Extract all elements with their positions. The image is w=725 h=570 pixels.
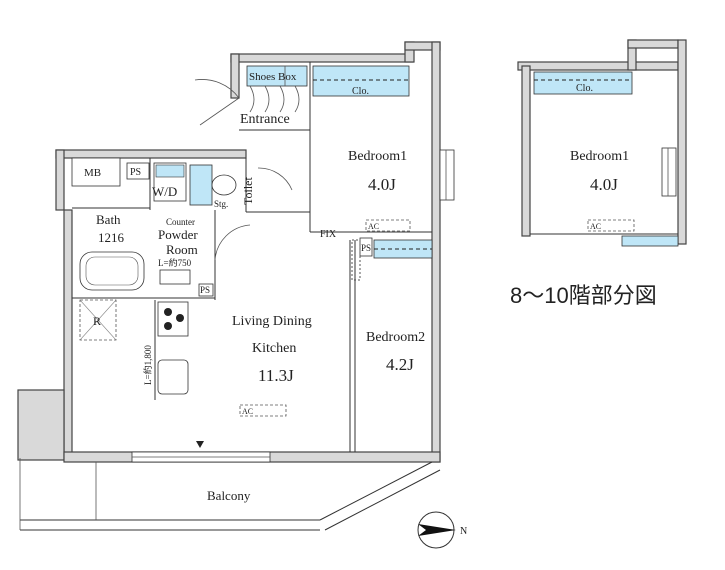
storage-label: Stg.	[214, 199, 228, 209]
entrance-label: Entrance	[240, 112, 290, 127]
closet-bedroom1	[312, 65, 410, 97]
powder-label-1: Powder	[158, 227, 198, 242]
balcony	[19, 458, 441, 531]
entrance-door-swing	[194, 79, 240, 99]
living-label-1: Living Dining	[232, 314, 312, 329]
ps-low-label: PS	[200, 285, 210, 295]
ps-low-box	[198, 283, 214, 297]
bathtub	[79, 251, 145, 291]
bedroom1-size: 4.0J	[368, 175, 396, 194]
shoe-shelf-marks	[249, 85, 300, 113]
sink	[159, 269, 191, 285]
bedroom1-label: Bedroom1	[348, 149, 407, 164]
living-label-2: Kitchen	[252, 341, 296, 356]
north-arrow-icon	[418, 524, 456, 536]
ps-mid-box	[359, 237, 373, 257]
toilet-bowl	[211, 174, 237, 196]
refrigerator-space	[79, 299, 117, 341]
living-size: 11.3J	[258, 366, 294, 385]
partial-bedroom1-label: Bedroom1	[570, 149, 629, 164]
partial-ac-label: AC	[590, 222, 601, 231]
partial-plan-caption: 8～10階部分図	[510, 283, 657, 308]
mb-box	[71, 157, 121, 187]
sliding-door	[351, 239, 361, 281]
partial-closet-label: Clo.	[576, 83, 593, 94]
counter-length: L=約750	[158, 257, 192, 268]
toilet-label: Toilet	[241, 177, 255, 205]
fix-label: FIX	[320, 229, 337, 240]
bedroom1-window	[439, 149, 455, 201]
entrance-marker	[196, 441, 204, 448]
ac-bedroom1-label: AC	[368, 222, 379, 231]
bedroom2-size: 4.2J	[386, 355, 414, 374]
washer-area	[153, 162, 187, 202]
ac-living-label: AC	[242, 407, 253, 416]
ac-living	[239, 404, 287, 417]
ps-top-label: PS	[130, 167, 141, 178]
powder-door-swing	[214, 224, 251, 261]
ps-top-box	[126, 162, 150, 180]
closet-label: Clo.	[352, 86, 369, 97]
partial-bedroom1-size: 4.0J	[590, 175, 618, 194]
shoes-box-fill	[246, 65, 308, 87]
kitchen-sink	[157, 359, 189, 395]
bath-size: 1216	[98, 230, 125, 245]
kitchen-length: L=約1,800	[142, 345, 153, 385]
toilet-door-swing	[257, 167, 293, 191]
shoes-box-label: Shoes Box	[249, 71, 297, 83]
interior-walls	[72, 62, 432, 452]
balcony-label: Balcony	[207, 488, 251, 503]
powder-label-2: Room	[166, 242, 198, 257]
north-label: N	[460, 526, 467, 537]
bath-label: Bath	[96, 212, 121, 227]
toilet-tank	[189, 164, 213, 206]
washer-label: W/D	[152, 184, 177, 199]
bedroom2-label: Bedroom2	[366, 330, 425, 345]
ps-mid-label: PS	[361, 243, 371, 253]
counter-label: Counter	[166, 217, 195, 227]
ac-bedroom1	[365, 219, 411, 232]
mb-label: MB	[84, 167, 101, 179]
partial-plan	[517, 39, 687, 247]
refrigerator-label: R	[93, 314, 101, 328]
